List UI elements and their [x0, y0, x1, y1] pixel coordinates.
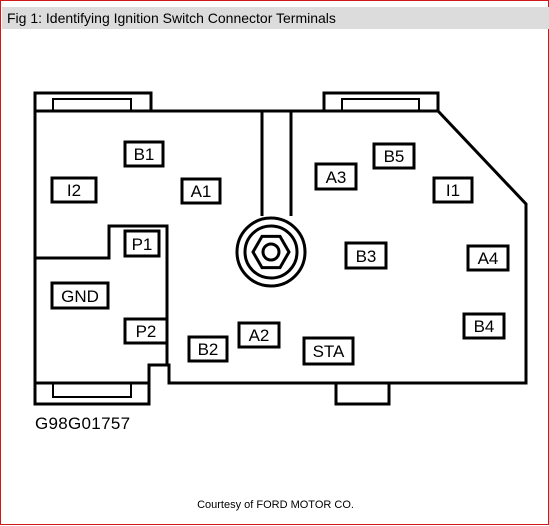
terminal-label: P1	[132, 235, 153, 254]
tab-top-left-inner	[52, 98, 132, 111]
center-bolt	[235, 216, 307, 288]
credit-line: Courtesy of FORD MOTOR CO.	[197, 499, 354, 511]
terminal-p1: P1	[123, 229, 161, 258]
terminals: B1 I2 A1 P1 GND P2	[50, 140, 510, 366]
terminal-label: B3	[356, 247, 377, 266]
figure-title: Fig 1: Identifying Ignition Switch Conne…	[7, 10, 336, 26]
terminal-label: P2	[136, 322, 157, 341]
terminal-label: B4	[474, 317, 495, 336]
terminal-b1: B1	[123, 140, 165, 168]
terminal-b2: B2	[187, 335, 229, 363]
connector-body	[33, 109, 528, 385]
shaft-slot	[260, 111, 293, 216]
terminal-label: B5	[384, 147, 405, 166]
tab-bottom-left-inner	[52, 383, 132, 398]
title-bar: Fig 1: Identifying Ignition Switch Conne…	[2, 7, 549, 29]
tab-bottom-right	[334, 383, 391, 406]
terminal-label: STA	[313, 342, 345, 361]
terminal-label: A1	[191, 182, 212, 201]
terminal-b5: B5	[372, 142, 416, 170]
terminal-b3: B3	[344, 241, 388, 270]
ground-module-outline	[35, 224, 169, 365]
terminal-a1: A1	[180, 177, 222, 205]
terminal-label: A2	[249, 326, 270, 345]
terminal-a2: A2	[237, 321, 281, 349]
part-number: G98G01757	[35, 414, 131, 433]
terminal-sta: STA	[302, 336, 355, 366]
tab-top-right-inner	[341, 98, 420, 111]
terminal-a3: A3	[314, 162, 358, 191]
terminal-label: I2	[67, 181, 81, 200]
terminal-p2: P2	[123, 317, 169, 345]
terminal-i2: I2	[50, 176, 98, 204]
terminal-a4: A4	[466, 244, 510, 272]
terminal-i1: I1	[432, 176, 474, 204]
terminal-label: B1	[134, 145, 155, 164]
terminal-label: A3	[326, 168, 347, 187]
connector-tabs	[33, 91, 440, 406]
terminal-label: I1	[446, 181, 460, 200]
terminal-gnd: GND	[50, 281, 110, 310]
terminal-label: B2	[198, 340, 219, 359]
terminal-b4: B4	[462, 312, 506, 340]
terminal-label: A4	[478, 249, 499, 268]
terminal-label: GND	[61, 287, 99, 306]
